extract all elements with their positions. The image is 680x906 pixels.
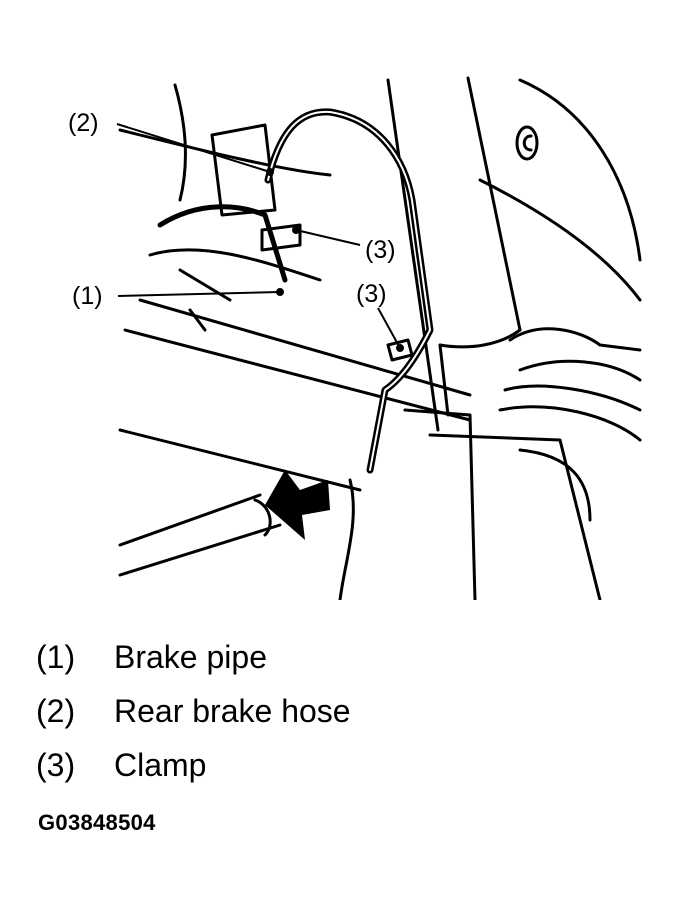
legend-label: Brake pipe: [114, 639, 267, 675]
leader-dot-2: [266, 168, 274, 176]
frame-member: [148, 248, 322, 282]
figure-id: G03848504: [38, 810, 156, 835]
knuckle-outline: [508, 327, 642, 352]
leader-dot-3a: [292, 226, 300, 234]
clamp-upper: [260, 223, 302, 252]
callout-3-lower: (3): [356, 280, 387, 308]
frame-member: [118, 428, 362, 492]
rear-brake-hose-line: [264, 108, 434, 474]
knuckle-outline: [518, 359, 642, 382]
legend-number: (3): [36, 747, 76, 783]
caliper-outline: [338, 478, 355, 600]
caliper-outline: [428, 433, 602, 600]
marking-c: [515, 125, 539, 161]
clamp-lower: [386, 338, 414, 362]
caliper-outline: [403, 408, 477, 600]
legend-number: (2): [36, 693, 76, 729]
arrow-indicator: [265, 470, 330, 540]
strut-outline: [466, 76, 522, 332]
lower-arm: [118, 493, 262, 547]
legend-label: Clamp: [114, 747, 207, 783]
brake-hose-diagram: (2) (3) (1) (3): [68, 76, 642, 600]
marking-c: [522, 134, 533, 152]
callout-1: (1): [72, 282, 103, 310]
legend-label: Rear brake hose: [114, 693, 351, 729]
frame-member: [123, 328, 472, 422]
wheel-housing: [518, 78, 642, 262]
callout-3-upper: (3): [365, 236, 396, 264]
leader-dot-1: [276, 288, 284, 296]
leader-line-1: [117, 291, 281, 297]
bracket-outline: [210, 123, 277, 217]
strut-outline: [438, 343, 450, 417]
lower-arm: [253, 498, 272, 537]
strut-outline: [438, 328, 522, 349]
lower-arm: [118, 523, 282, 577]
strut-outline: [386, 78, 440, 432]
rear-brake-hose-line: [267, 110, 431, 471]
leader-dot-3b: [396, 344, 404, 352]
callout-2: (2): [68, 109, 99, 137]
knuckle-outline: [498, 405, 642, 442]
body-panel-outline: [173, 83, 187, 202]
leader-line-2: [116, 123, 271, 173]
leader-line-3b: [377, 307, 401, 349]
brake-pipe-line: [157, 204, 288, 283]
wheel-housing: [478, 178, 642, 302]
leader-line-3a: [295, 229, 361, 246]
frame-member: [178, 268, 232, 302]
knuckle-outline: [503, 384, 642, 412]
caliper-outline: [518, 448, 592, 522]
legend-number: (1): [36, 639, 76, 675]
brake-pipe-line: [188, 308, 207, 332]
body-panel-outline: [118, 128, 332, 177]
